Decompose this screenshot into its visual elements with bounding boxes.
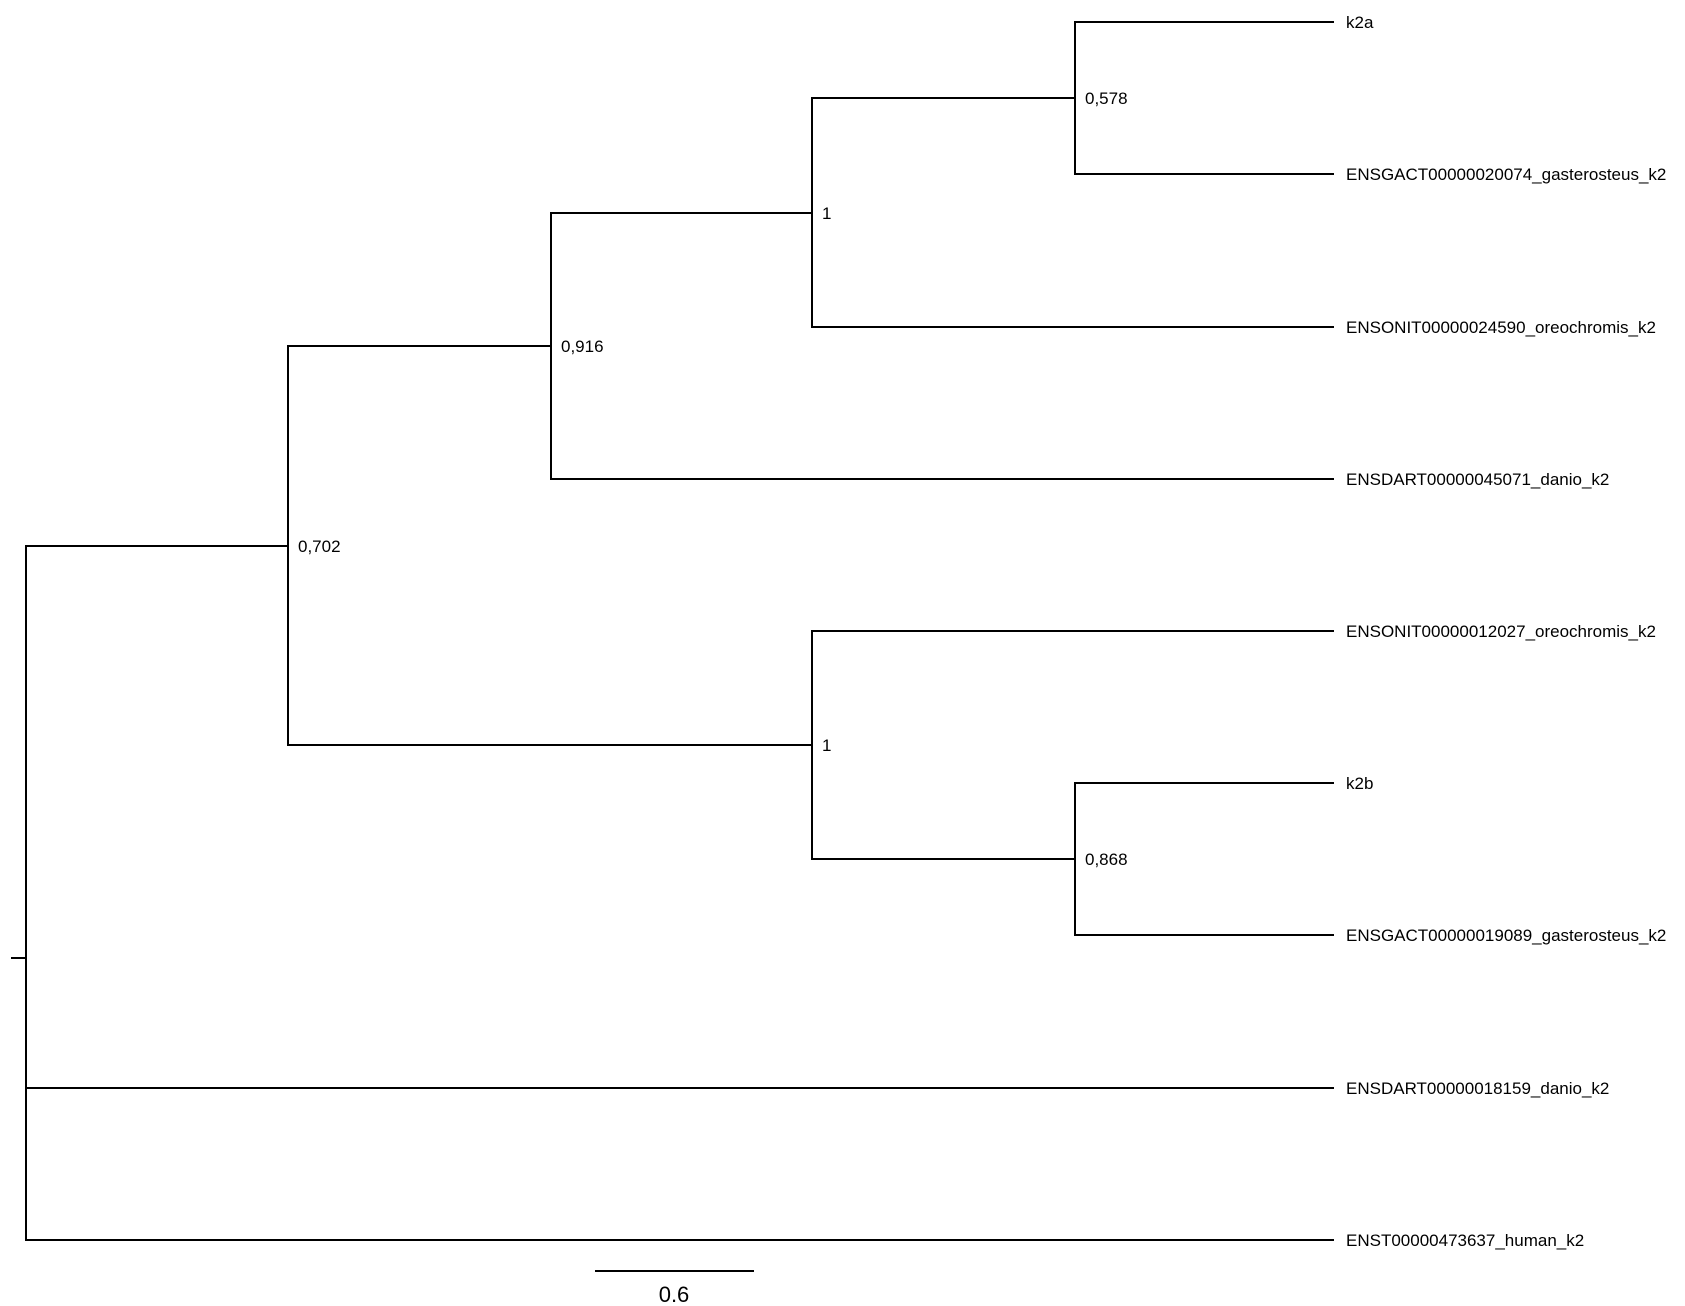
scale-bar-label: 0.6 [659,1282,690,1306]
tip-label-k2a: k2a [1346,13,1374,32]
support-label-node-b: 1 [822,204,831,223]
support-label-node-a: 0,578 [1085,89,1128,108]
tip-label-oni-024590: ENSONIT00000024590_oreochromis_k2 [1346,318,1656,337]
support-label-node-c: 0,916 [561,337,604,356]
tip-label-oni-012027: ENSONIT00000012027_oreochromis_k2 [1346,622,1656,641]
tip-label-gac-019089: ENSGACT00000019089_gasterosteus_k2 [1346,926,1666,945]
tip-label-k2b: k2b [1346,774,1373,793]
support-label-node-d: 0,702 [298,537,341,556]
support-label-node-e: 1 [822,736,831,755]
support-label-node-f: 0,868 [1085,850,1128,869]
tip-label-dar-018159: ENSDART00000018159_danio_k2 [1346,1079,1609,1098]
tip-label-dar-045071: ENSDART00000045071_danio_k2 [1346,470,1609,489]
tip-label-gac-020074: ENSGACT00000020074_gasterosteus_k2 [1346,165,1666,184]
tip-label-human: ENST00000473637_human_k2 [1346,1231,1584,1250]
